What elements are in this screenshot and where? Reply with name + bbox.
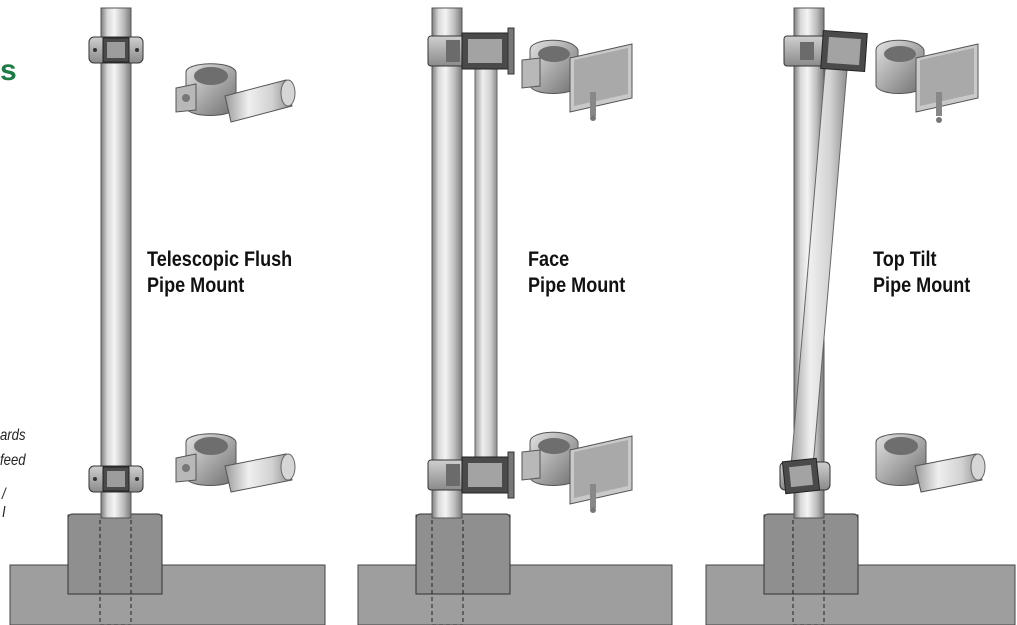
mount-label-telescopic-flush: Telescopic Flush Pipe Mount: [147, 247, 292, 299]
tilt-clamp-photo-bottom: [875, 433, 986, 493]
panel-telescopic-flush: [9, 7, 326, 625]
tilt-clamp-photo-top: [875, 39, 979, 123]
mount-label-line1: Top Tilt: [873, 248, 937, 271]
buried-pipe-outline: [431, 520, 464, 625]
top-clamp-bracket: [88, 36, 144, 64]
top-face-bracket: [427, 27, 515, 75]
buried-pipe-outline: [792, 520, 825, 625]
ground-slab: [9, 514, 326, 625]
title-fragment: s: [0, 54, 17, 87]
ground-slab: [357, 514, 673, 625]
bottom-clamp-bracket: [88, 465, 144, 493]
bottom-tilt-bracket: [779, 457, 831, 495]
mount-label-line2: Pipe Mount: [147, 274, 245, 297]
concrete-base: [415, 513, 511, 595]
concrete-base: [763, 513, 859, 595]
bottom-face-bracket: [427, 451, 515, 499]
ground-slab: [705, 514, 1016, 625]
mount-label-line2: Pipe Mount: [873, 274, 971, 297]
vertical-pipe: [431, 7, 463, 519]
mount-label-line2: Pipe Mount: [528, 274, 626, 297]
face-clamp-photo-bottom: [521, 431, 633, 513]
clamp-arm-photo-top: [175, 63, 296, 123]
panel-face: [357, 7, 673, 625]
text-fragment-slash: /: [2, 486, 6, 503]
mount-label-line1: Telescopic Flush: [147, 248, 293, 271]
mount-label-line1: Face: [528, 248, 570, 271]
vertical-pipe: [100, 7, 132, 519]
text-fragment-feed: feed: [0, 452, 26, 469]
text-fragment-ards: ards: [0, 427, 26, 444]
top-tilt-bracket: [783, 29, 868, 73]
buried-pipe-outline: [99, 520, 132, 625]
clamp-arm-photo-bottom: [175, 433, 296, 493]
text-fragment-bar: I: [2, 504, 6, 521]
panel-top-tilt: [705, 7, 1016, 625]
mount-label-top-tilt: Top Tilt Pipe Mount: [873, 247, 970, 299]
face-clamp-photo-top: [521, 39, 633, 121]
concrete-base: [67, 513, 163, 595]
mounted-pipe: [474, 47, 498, 469]
mount-label-face: Face Pipe Mount: [528, 247, 625, 299]
